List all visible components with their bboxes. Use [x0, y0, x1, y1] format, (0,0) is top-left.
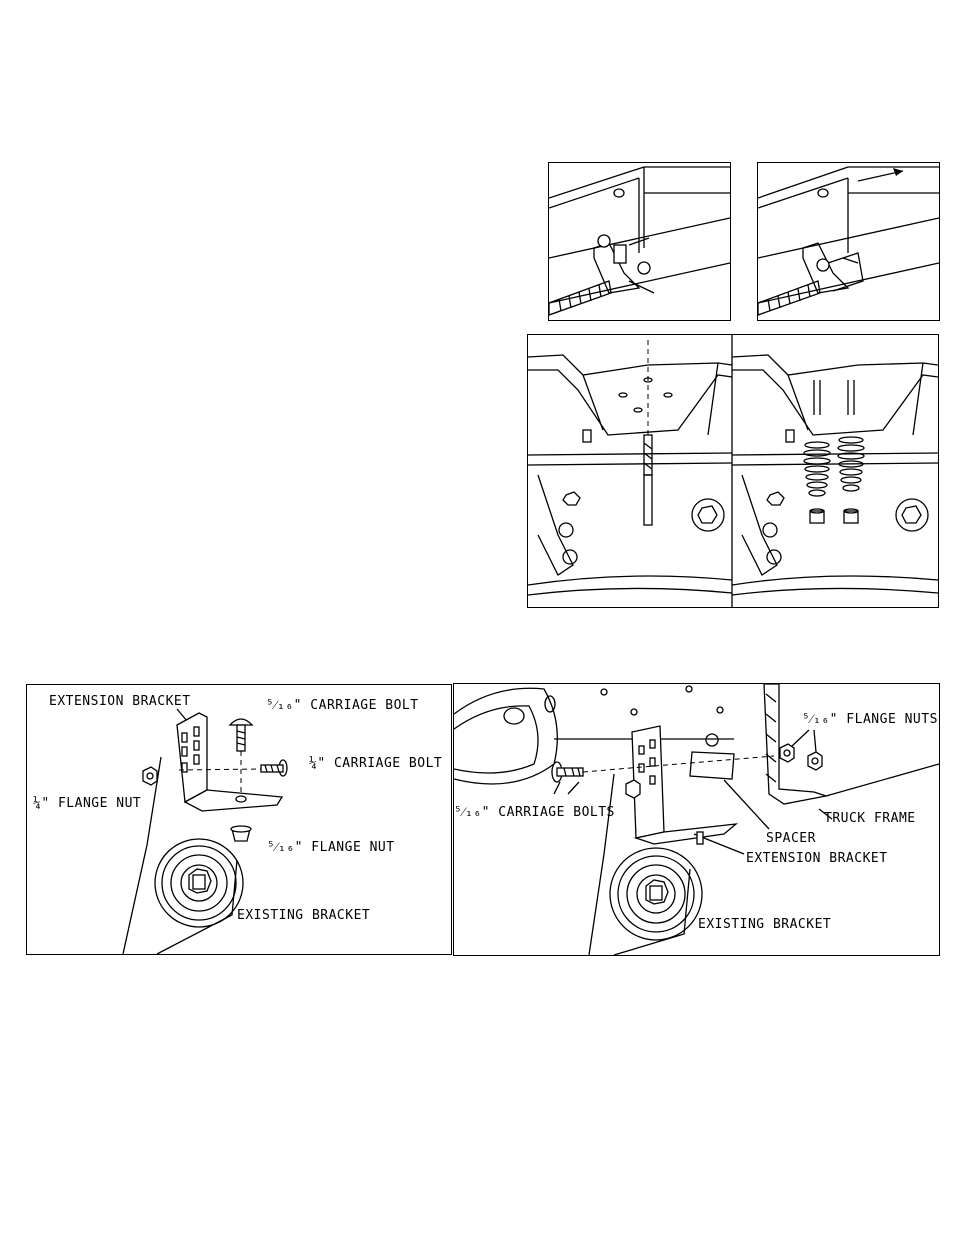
carriage-bolt-516-part: [230, 719, 252, 793]
label-carriage-bolt-516: ⁵⁄₁₆" CARRIAGE BOLT: [266, 698, 419, 713]
bracket-exploded-view: EXTENSION BRACKET ⁵⁄₁₆" CARRIAGE BOLT ¼"…: [26, 684, 452, 955]
label-spacer: SPACER: [766, 831, 816, 846]
label-extension-bracket: EXTENSION BRACKET: [746, 851, 888, 866]
latch-closeup-1: [548, 162, 731, 321]
extension-bracket-part: [632, 726, 744, 854]
label-flange-nut-516: ⁵⁄₁₆" FLANGE NUT: [267, 840, 395, 855]
frame-spring-install-view: [732, 355, 938, 595]
spacer-part: [690, 734, 769, 829]
label-truck-frame: TRUCK FRAME: [824, 811, 916, 826]
label-carriage-bolt-14: ¼" CARRIAGE BOLT: [309, 756, 442, 771]
label-flange-nuts: ⁵⁄₁₆" FLANGE NUTS: [802, 712, 938, 727]
spring-coil: [549, 281, 611, 315]
label-existing-bracket: EXISTING BRACKET: [237, 908, 370, 923]
frame-drilling-view: [528, 340, 732, 595]
flange-nut-14-part: [143, 767, 157, 785]
label-extension-bracket: EXTENSION BRACKET: [49, 694, 191, 709]
label-flange-nut-14: ¼" FLANGE NUT: [33, 796, 141, 811]
spring-left: [804, 442, 830, 496]
extension-bracket-part: [177, 713, 282, 811]
frame-assembly-views: [527, 334, 939, 608]
bracket-installed-view: ⁵⁄₁₆" FLANGE NUTS ⁵⁄₁₆" CARRIAGE BOLTS T…: [453, 683, 940, 956]
label-existing-bracket: EXISTING BRACKET: [698, 917, 831, 932]
flange-nut-516-part: [231, 826, 251, 841]
spring-coil: [758, 281, 820, 315]
label-carriage-bolts: ⁵⁄₁₆" CARRIAGE BOLTS: [454, 805, 615, 820]
latch-closeup-2: [757, 162, 940, 321]
